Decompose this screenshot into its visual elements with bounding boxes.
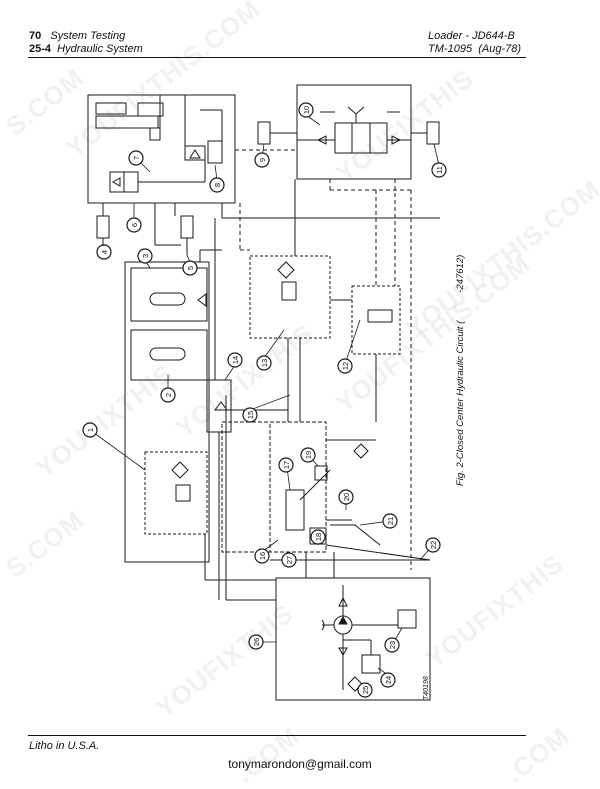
- callout-circles: [82, 102, 447, 698]
- header-rule: [28, 57, 526, 58]
- section-code: 25-4: [29, 43, 52, 55]
- bucket-cylinder-right: [180, 215, 194, 255]
- callout-11: 11: [435, 166, 444, 174]
- callout-15: 15: [246, 411, 255, 419]
- callout-5: 5: [186, 266, 195, 270]
- hydraulic-pump: [321, 585, 417, 692]
- loader-control-valve-box: [87, 94, 236, 204]
- callout-17: 17: [282, 461, 291, 469]
- callout-4: 4: [100, 250, 109, 254]
- accumulator-lower: [130, 329, 208, 381]
- callout-20: 20: [342, 493, 351, 501]
- reservoir-tank: [285, 489, 305, 531]
- reservoir-box: [221, 421, 327, 553]
- steering-valve-box: [296, 84, 412, 180]
- accumulator-upper: [130, 267, 208, 322]
- subsection-title: Hydraulic System: [57, 43, 143, 55]
- pressure-filter-box: [249, 255, 331, 339]
- callout-21: 21: [386, 517, 395, 525]
- manual-number: TM-1095: [428, 43, 473, 55]
- callout-22: 22: [429, 541, 438, 549]
- accumulator-group-box: [124, 261, 210, 563]
- header-right: Loader - JD644-B TM-1095 (Aug-78): [428, 30, 521, 56]
- footer-rule: [28, 735, 526, 736]
- drawing-number: T40198: [423, 676, 430, 700]
- relief-valve-lower: [171, 461, 191, 502]
- callout-labels: 1 2 3 4 5 6 7 8 9 10 11 12 13 14 15 16 1…: [86, 106, 444, 694]
- breather: [353, 443, 369, 459]
- manual-date: (Aug-78): [478, 43, 521, 55]
- page-number: 70: [29, 30, 42, 42]
- callout-3: 3: [141, 254, 150, 258]
- callout-26: 26: [252, 638, 261, 646]
- callout-7: 7: [132, 156, 141, 160]
- steering-cylinder-left: [257, 121, 271, 145]
- callout-16: 16: [258, 552, 267, 560]
- priority-valve-box: [351, 285, 401, 355]
- callout-19: 19: [304, 451, 313, 459]
- figure-caption: Fig. 2-Closed Center Hydraulic Circuit (…: [455, 255, 466, 486]
- callout-12: 12: [341, 362, 350, 370]
- figure-caption-number: -247612): [455, 254, 466, 293]
- hydraulic-lines: [102, 132, 440, 601]
- callout-9: 9: [258, 158, 267, 162]
- drain-line: [330, 524, 381, 546]
- callout-25: 25: [361, 686, 370, 694]
- pump-box: [275, 577, 431, 701]
- bypass-valve: [314, 465, 328, 481]
- steering-cylinder-right: [426, 121, 440, 145]
- section-title: System Testing: [50, 30, 126, 42]
- callout-18: 18: [314, 533, 323, 541]
- pilot-lines: [235, 149, 412, 570]
- pressure-filter: [277, 261, 297, 301]
- callout-23: 23: [388, 641, 397, 649]
- footer-printed: Litho in U.S.A.: [29, 740, 100, 752]
- relief-valve-box-lower: [144, 451, 208, 535]
- callout-leaders: [89, 114, 440, 691]
- callout-8: 8: [213, 183, 222, 187]
- callout-14: 14: [231, 356, 240, 364]
- reservoir-dipstick: [299, 469, 331, 501]
- callout-2: 2: [164, 393, 173, 397]
- callout-27: 27: [285, 556, 294, 564]
- model-label: Loader - JD644-B: [428, 30, 515, 42]
- callout-10: 10: [302, 106, 311, 114]
- priority-valve-spool: [367, 309, 393, 323]
- callout-24: 24: [384, 676, 393, 684]
- callout-13: 13: [260, 359, 269, 367]
- callout-6: 6: [130, 223, 139, 227]
- header-left: 70 System Testing 25-4 Hydraulic System: [29, 30, 143, 56]
- figure-caption-text: Fig. 2-Closed Center Hydraulic Circuit (: [455, 320, 466, 486]
- callout-1: 1: [86, 428, 95, 432]
- footer-email: tonymarondon@gmail.com: [228, 757, 372, 771]
- filter-box: [206, 379, 232, 433]
